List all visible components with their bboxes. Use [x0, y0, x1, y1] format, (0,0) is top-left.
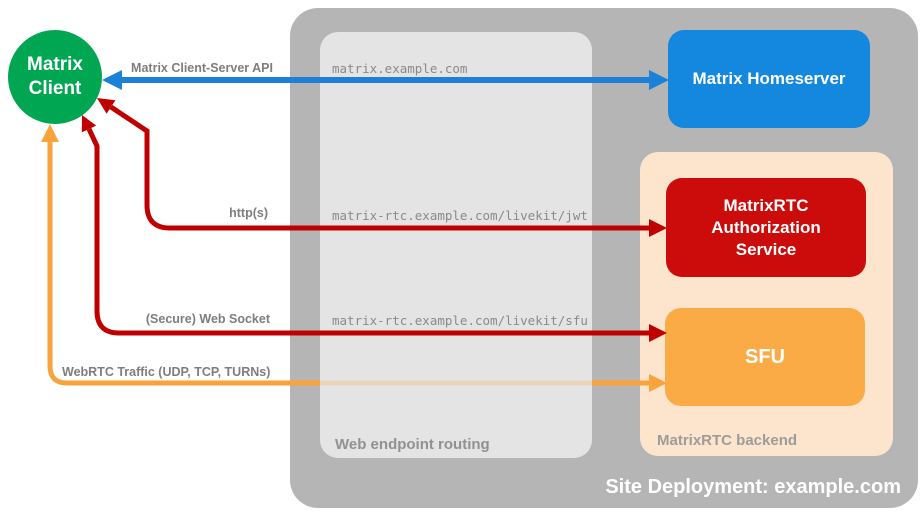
auth-service-label-line2: Authorization — [711, 217, 821, 237]
matrixrtc-authorization-service-node: MatrixRTC Authorization Service — [666, 178, 866, 277]
client-server-api-label: Matrix Client-Server API — [131, 61, 273, 75]
endpoint-livekit-sfu: matrix-rtc.example.com/livekit/sfu — [332, 313, 588, 328]
endpoint-matrix-domain: matrix.example.com — [332, 61, 468, 76]
sfu-label: SFU — [745, 345, 785, 368]
matrix-homeserver-node: Matrix Homeserver — [668, 30, 870, 128]
matrixrtc-backend-label: MatrixRTC backend — [657, 432, 798, 449]
web-endpoint-routing-label: Web endpoint routing — [335, 436, 490, 453]
arrowhead-to-client-icon — [41, 124, 59, 142]
web-endpoint-routing-container: Web endpoint routing — [320, 32, 592, 458]
https-label: http(s) — [229, 206, 268, 220]
matrix-client-label-line1: Matrix — [27, 54, 83, 75]
endpoint-livekit-jwt: matrix-rtc.example.com/livekit/jwt — [332, 208, 588, 223]
webrtc-traffic-label: WebRTC Traffic (UDP, TCP, TURNs) — [62, 365, 271, 379]
site-deployment-title: Site Deployment: example.com — [605, 476, 901, 498]
websocket-label: (Secure) Web Socket — [145, 312, 270, 326]
sfu-node: SFU — [665, 308, 865, 406]
arrowhead-to-client-icon — [81, 115, 97, 133]
matrix-homeserver-label: Matrix Homeserver — [692, 69, 846, 88]
matrix-client-label-line2: Client — [28, 78, 82, 99]
arrowhead-left-icon — [102, 70, 122, 90]
auth-service-label-line3: Service — [735, 239, 797, 259]
matrix-client-node: Matrix Client — [8, 30, 102, 124]
auth-service-label-line1: MatrixRTC — [723, 195, 809, 215]
arrowhead-to-client-icon — [97, 98, 116, 114]
